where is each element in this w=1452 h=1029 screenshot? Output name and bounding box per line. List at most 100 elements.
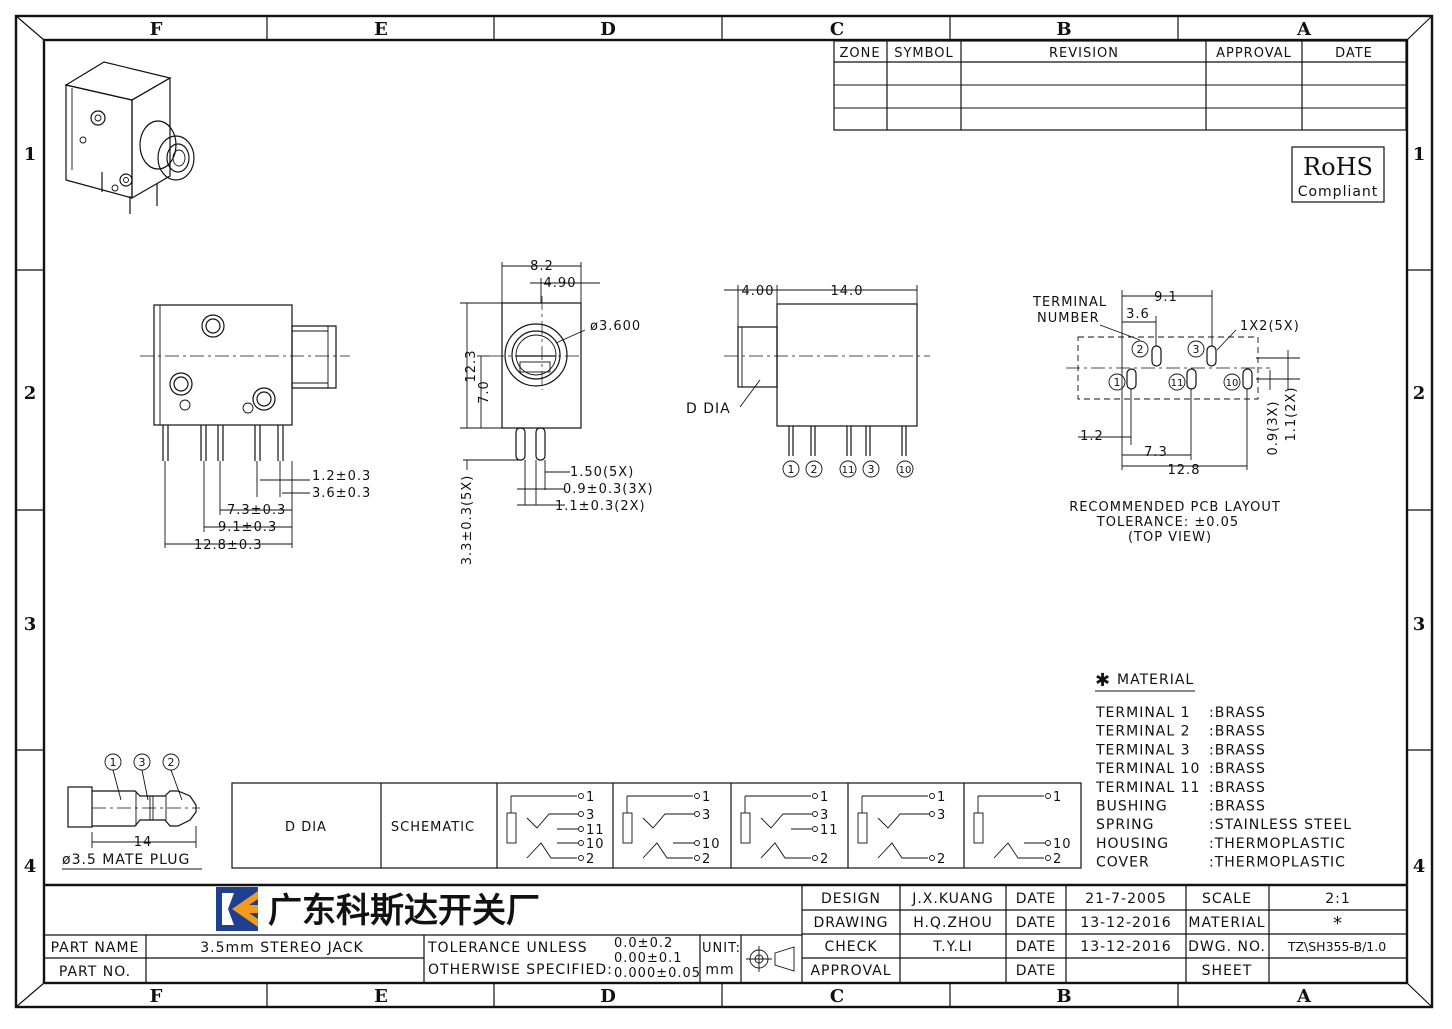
pcb-dim-total: 12.8	[1168, 463, 1201, 478]
projection-symbol-icon	[746, 946, 795, 972]
zone-letter-top-f: F	[150, 19, 163, 40]
schematic-terminal-label: 2	[820, 852, 829, 867]
side-dim-1: 1.2±0.3	[312, 469, 371, 484]
schematic-terminal-label: 3	[937, 808, 946, 823]
date-label-4: DATE	[1016, 963, 1056, 979]
plug-label: ø3.5 MATE PLUG	[62, 852, 190, 868]
schematic-terminal-label: 2	[586, 852, 595, 867]
design-value: J.X.KUANG	[911, 891, 994, 907]
schematic-terminal-label: 2	[937, 852, 946, 867]
design-label: DESIGN	[821, 891, 881, 907]
company-logo	[216, 887, 258, 931]
date-label-3: DATE	[1016, 939, 1056, 955]
part-name-label: PART NAME	[51, 940, 140, 956]
pcb-pad-10: 10	[1226, 378, 1239, 389]
mate-plug: 1 3 2 14 ø3.5 MATE PLUG	[62, 753, 202, 870]
pcb-pad-11: 11	[1171, 378, 1184, 389]
drawing-label: DRAWING	[813, 915, 888, 931]
approval-label: APPROVAL	[810, 963, 891, 979]
zone-letter-top-a: A	[1296, 19, 1312, 40]
zone-number-right-4: 4	[1413, 856, 1426, 877]
zone-letter-bottom-d: D	[600, 986, 616, 1007]
zone-letter-bottom-b: B	[1056, 986, 1071, 1007]
scale-label: SCALE	[1202, 891, 1252, 907]
pcb-dim-pitch: 7.3	[1144, 445, 1168, 460]
date-design: 21-7-2005	[1085, 891, 1166, 907]
material-part: HOUSING	[1096, 836, 1169, 852]
tolerance-3: 0.000±0.05	[614, 966, 701, 981]
tolerance-1: 0.0±0.2	[614, 936, 673, 951]
material-value: :BRASS	[1209, 724, 1266, 740]
pcb-dim-vert-1: 0.9(3X)	[1266, 401, 1281, 456]
pcb-caption-1: RECOMMENDED PCB LAYOUT	[1069, 500, 1281, 515]
material-part: TERMINAL 11	[1095, 780, 1200, 796]
check-value: T.Y.LI	[932, 939, 972, 955]
top-pin-2: 2	[811, 463, 818, 476]
company-name: 广东科斯达开关厂	[268, 891, 540, 931]
schematic-col-d-dia: D DIA	[285, 820, 327, 835]
pcb-caption-2: TOLERANCE: ±0.05	[1096, 515, 1239, 530]
front-dim-bore: ø3.600	[590, 319, 641, 334]
front-dim-half: 4.90	[544, 276, 577, 291]
top-pin-3: 3	[868, 463, 875, 476]
schematic-terminal-label: 10	[702, 837, 721, 852]
dwg-no-value: TZ\SH355-B/1.0	[1287, 939, 1386, 954]
top-dim-body: 14.0	[831, 284, 864, 299]
material-value: :BRASS	[1209, 761, 1266, 777]
isometric-view	[64, 61, 195, 214]
material-value: :THERMOPLASTIC	[1209, 855, 1346, 871]
date-drawing: 13-12-2016	[1080, 915, 1171, 931]
front-dim-height: 12.3	[464, 350, 479, 383]
pcb-pad-3: 3	[1193, 343, 1200, 356]
zone-letter-top-c: C	[830, 19, 844, 40]
pcb-pad-2: 2	[1137, 343, 1144, 356]
front-view: 8.2 4.90 ø3.600 12.3 7.0 1.50(5X) 0.9±0.…	[460, 259, 653, 565]
dwg-no-label: DWG. NO.	[1188, 939, 1266, 955]
schematic-terminal-label: 2	[702, 852, 711, 867]
pcb-pad-labels: 2 3 1 11 10	[1108, 340, 1241, 391]
pcb-caption-3: (TOP VIEW)	[1128, 530, 1212, 545]
zone-letter-bottom-c: C	[830, 986, 844, 1007]
drawing-value: H.Q.ZHOU	[913, 915, 993, 931]
front-dim-width: 8.2	[530, 259, 554, 274]
pcb-terminal-label-1: TERMINAL	[1032, 295, 1107, 310]
pcb-layout: 2 3 1 11 10 TERMINAL NUMBER 9.	[1032, 290, 1300, 545]
top-view: 4.00 14.0 D DIA 1 2 11 3 10	[686, 284, 930, 478]
zone-letter-top-e: E	[374, 19, 388, 40]
rohs-subtitle: Compliant	[1298, 184, 1379, 200]
sheet-label: SHEET	[1202, 963, 1253, 979]
plug-pin-3: 3	[139, 756, 146, 769]
tolerance-2: 0.00±0.1	[614, 951, 683, 966]
date-label-1: DATE	[1016, 891, 1056, 907]
material-value: :THERMOPLASTIC	[1209, 836, 1346, 852]
schematic-terminal-label: 1	[937, 790, 946, 805]
top-dim-bushing: 4.00	[742, 284, 775, 299]
material-part: COVER	[1096, 855, 1150, 871]
top-pin-labels: 1 2 11 3 10	[782, 460, 914, 478]
pcb-dim-vert-2: 1.1(2X)	[1284, 387, 1299, 442]
material-label: MATERIAL	[1188, 915, 1265, 931]
zone-letter-top-b: B	[1056, 19, 1071, 40]
material-part: TERMINAL 3	[1095, 742, 1191, 758]
schematic-terminal-label: 10	[1053, 837, 1072, 852]
title-block: 广东科斯达开关厂 PART NAME 3.5mm STEREO JACK PAR…	[44, 883, 1407, 983]
rev-header-approval: APPROVAL	[1216, 46, 1292, 61]
top-pin-1: 1	[788, 463, 795, 476]
material-part: TERMINAL 2	[1095, 724, 1191, 740]
top-label-d-dia: D DIA	[686, 401, 731, 417]
material-value: :BRASS	[1209, 799, 1266, 815]
schematic-terminal-label: 3	[820, 808, 829, 823]
date-label-2: DATE	[1016, 915, 1056, 931]
schematic-terminal-label: 1	[586, 790, 595, 805]
zone-number-right-1: 1	[1413, 144, 1426, 165]
part-name-value: 3.5mm STEREO JACK	[200, 940, 364, 956]
front-dim-pin-length: 1.50(5X)	[570, 465, 634, 480]
schematic-terminal-label: 2	[1053, 852, 1062, 867]
pcb-dim-span: 9.1	[1154, 290, 1178, 305]
zone-letter-bottom-f: F	[150, 986, 163, 1007]
material-value: :STAINLESS STEEL	[1209, 817, 1352, 833]
